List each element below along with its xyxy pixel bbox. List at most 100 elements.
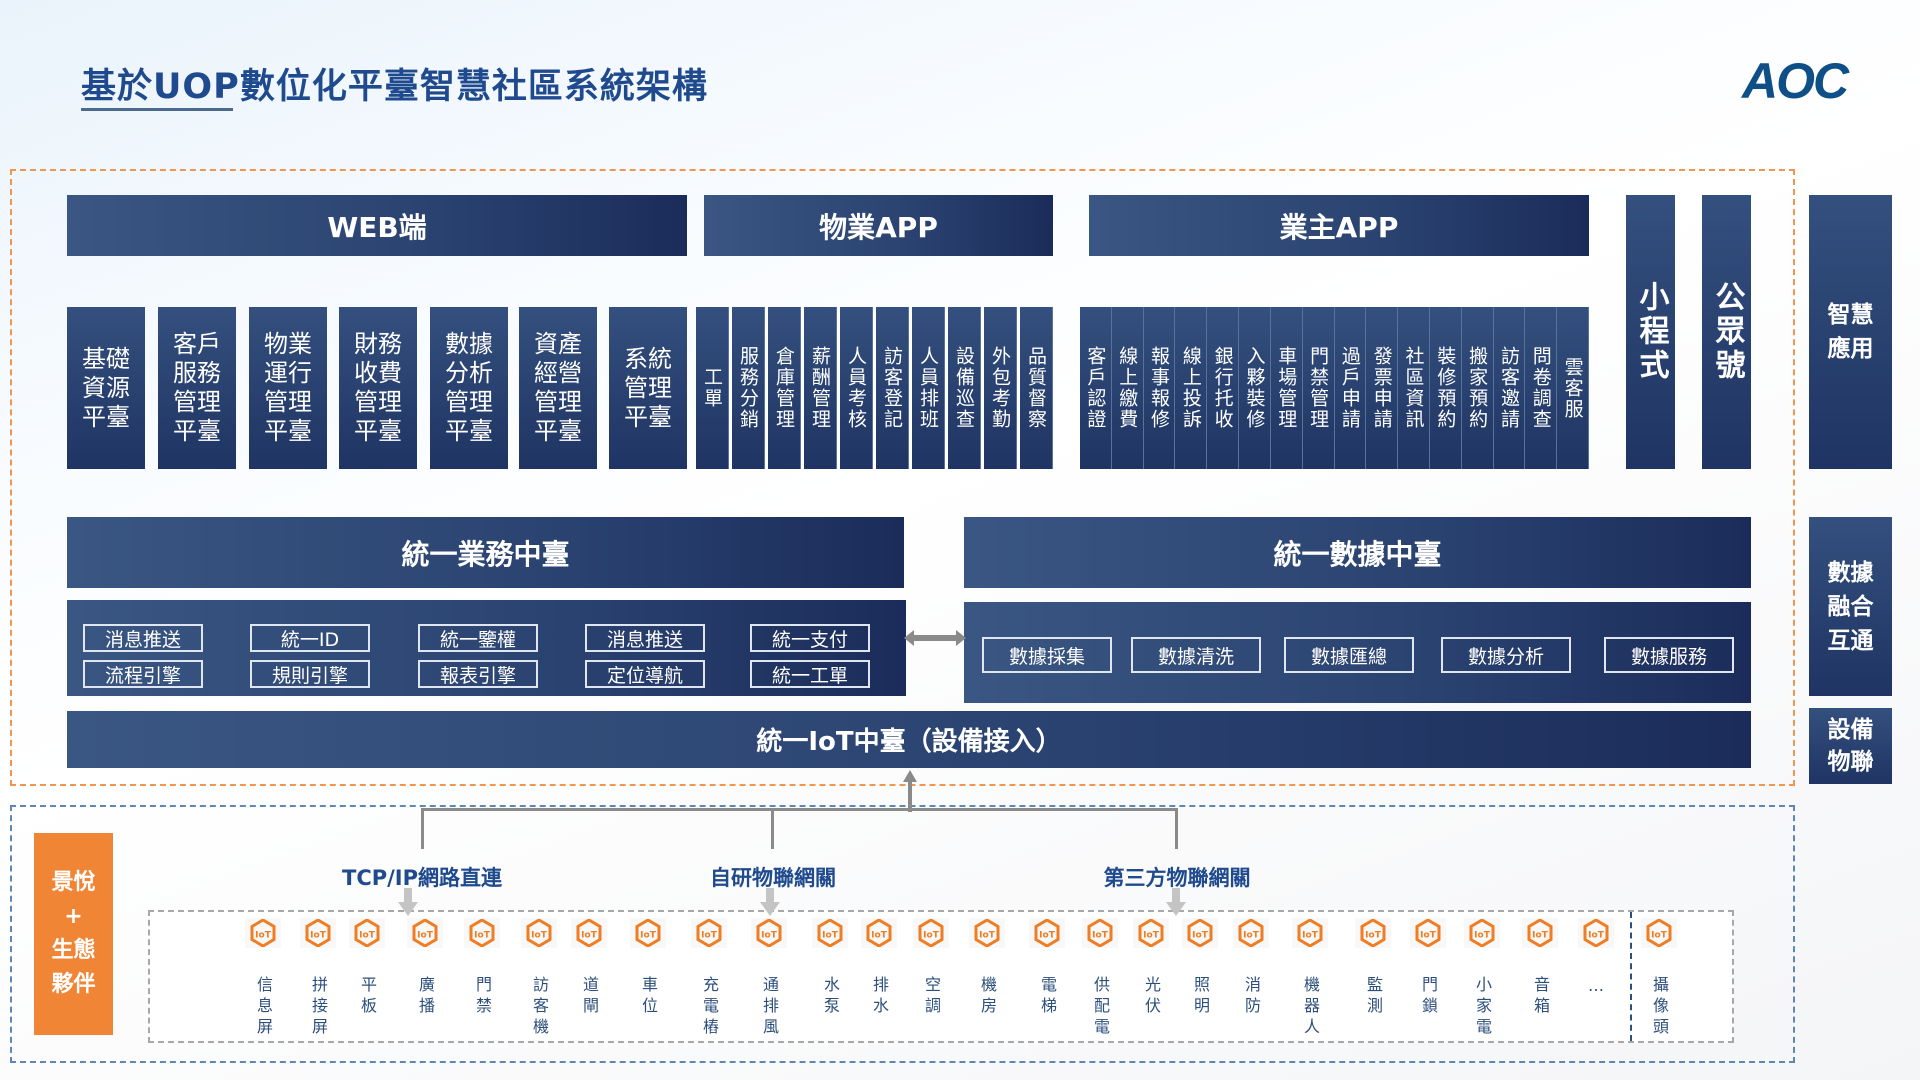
device-label: 信息屏	[254, 976, 273, 1039]
gateway-self-developed: 自研物聯網關	[710, 866, 836, 890]
owner-module-label: 門禁管理	[1307, 346, 1330, 430]
iot-device-icon: IoT	[751, 918, 787, 948]
connector-line	[1175, 808, 1178, 849]
smart-app-line: 智慧	[1827, 302, 1874, 328]
owner-module-label: 社區資訊	[1402, 346, 1425, 430]
owner-module: 銀行托收	[1207, 307, 1240, 469]
owner-module-label: 過戶申請	[1338, 346, 1361, 430]
svg-text:IoT: IoT	[1092, 931, 1109, 941]
data-platform-header: 統一數據中臺	[964, 517, 1751, 588]
connector-line	[771, 808, 774, 849]
smart-app-label: 智慧應用	[1809, 195, 1892, 469]
owner-module: 問卷調查	[1525, 307, 1558, 469]
device-label: 通排風	[760, 976, 779, 1039]
web-module: 物業運行管理平臺	[249, 307, 327, 469]
partner-line: +	[64, 904, 83, 929]
property-module-label: 薪酬管理	[809, 346, 831, 430]
web-module-line: 資源	[82, 373, 130, 402]
device-iot-line: 物聯	[1827, 749, 1874, 775]
property-module: 人員考核	[840, 307, 873, 469]
down-arrow-icon	[760, 888, 780, 916]
device-iot-label: 設備物聯	[1809, 708, 1892, 784]
smart-app-line: 應用	[1827, 336, 1874, 362]
iot-device-icon: IoT	[1410, 918, 1446, 948]
partner-line: 夥伴	[51, 972, 96, 997]
data-fusion-label: 數據融合互通	[1809, 517, 1892, 696]
iot-device-icon: IoT	[1355, 918, 1391, 948]
web-module-line: 客戶	[173, 330, 221, 358]
svg-text:IoT: IoT	[1651, 931, 1668, 941]
svg-text:IoT: IoT	[1365, 931, 1382, 941]
web-module-line: 平臺	[173, 417, 221, 445]
owner-module: 線上繳費	[1111, 307, 1144, 469]
web-module-line: 平臺	[445, 417, 493, 445]
owner-module-label: 線上繳費	[1116, 346, 1139, 430]
up-arrow-icon	[903, 770, 917, 812]
iot-device-icon: IoT	[1641, 918, 1677, 948]
owner-module: 社區資訊	[1398, 307, 1430, 469]
business-tag: 統一支付	[750, 624, 870, 652]
down-arrow-icon	[398, 888, 418, 916]
data-fusion-line: 數據	[1827, 559, 1874, 586]
iot-device-icon: IoT	[1182, 918, 1218, 948]
web-module-line: 平臺	[82, 402, 130, 431]
owner-module-label: 線上投訴	[1179, 346, 1202, 430]
web-module-line: 資產	[534, 330, 582, 358]
device-item: IoT 排水	[859, 918, 899, 1018]
iot-device-icon: IoT	[913, 918, 949, 948]
web-module-line: 管理	[624, 373, 672, 402]
web-module-line: 平臺	[354, 417, 402, 445]
property-module: 倉庫管理	[768, 307, 801, 469]
owner-module-label: 裝修預約	[1434, 346, 1457, 430]
svg-text:IoT: IoT	[1143, 931, 1160, 941]
owner-module-label: 入夥裝修	[1243, 346, 1266, 430]
device-label: 拼接屏	[309, 976, 328, 1039]
iot-device-icon: IoT	[1464, 918, 1500, 948]
data-tag: 數據服務	[1604, 637, 1734, 673]
iot-device-icon: IoT	[1578, 918, 1614, 948]
device-iot-line: 設備	[1827, 717, 1874, 743]
owner-module: 過戶申請	[1334, 307, 1367, 469]
svg-text:IoT: IoT	[310, 931, 327, 941]
device-divider	[1630, 912, 1632, 1041]
web-module-line: 平臺	[534, 417, 582, 445]
device-label: 音箱	[1531, 976, 1550, 1018]
owner-module-label: 銀行托收	[1211, 346, 1234, 430]
property-module-label: 人員排班	[917, 346, 939, 430]
owner-module: 裝修預約	[1429, 307, 1462, 469]
device-label: 排水	[870, 976, 889, 1018]
business-tag: 統一ID	[250, 624, 370, 652]
connector-line	[421, 808, 424, 849]
web-module-line: 分析	[445, 359, 493, 387]
iot-device-icon: IoT	[812, 918, 848, 948]
business-tag: 報表引擎	[418, 660, 538, 688]
property-module: 設備巡查	[948, 307, 981, 469]
connector-line	[421, 808, 1178, 811]
web-module-line: 物業	[264, 330, 312, 358]
iot-device-icon: IoT	[691, 918, 727, 948]
device-label: 攝像頭	[1650, 976, 1669, 1039]
iot-device-icon: IoT	[245, 918, 281, 948]
owner-module: 發票申請	[1366, 307, 1399, 469]
owner-module-label: 問卷調查	[1529, 346, 1552, 430]
iot-platform-bar: 統一IoT中臺（設備接入）	[67, 711, 1751, 768]
owner-app-header: 業主APP	[1089, 195, 1589, 256]
official-account-block: 公眾號	[1702, 195, 1751, 469]
property-module: 服務分銷	[732, 307, 765, 469]
bidirectional-arrow-icon	[904, 630, 966, 646]
owner-module: 雲客服	[1557, 307, 1589, 469]
web-module-line: 管理	[534, 388, 582, 416]
web-module: 財務收費管理平臺	[339, 307, 417, 469]
iot-device-icon: IoT	[861, 918, 897, 948]
business-tag: 定位導航	[585, 660, 705, 688]
official-account-label: 公眾號	[1709, 281, 1745, 383]
